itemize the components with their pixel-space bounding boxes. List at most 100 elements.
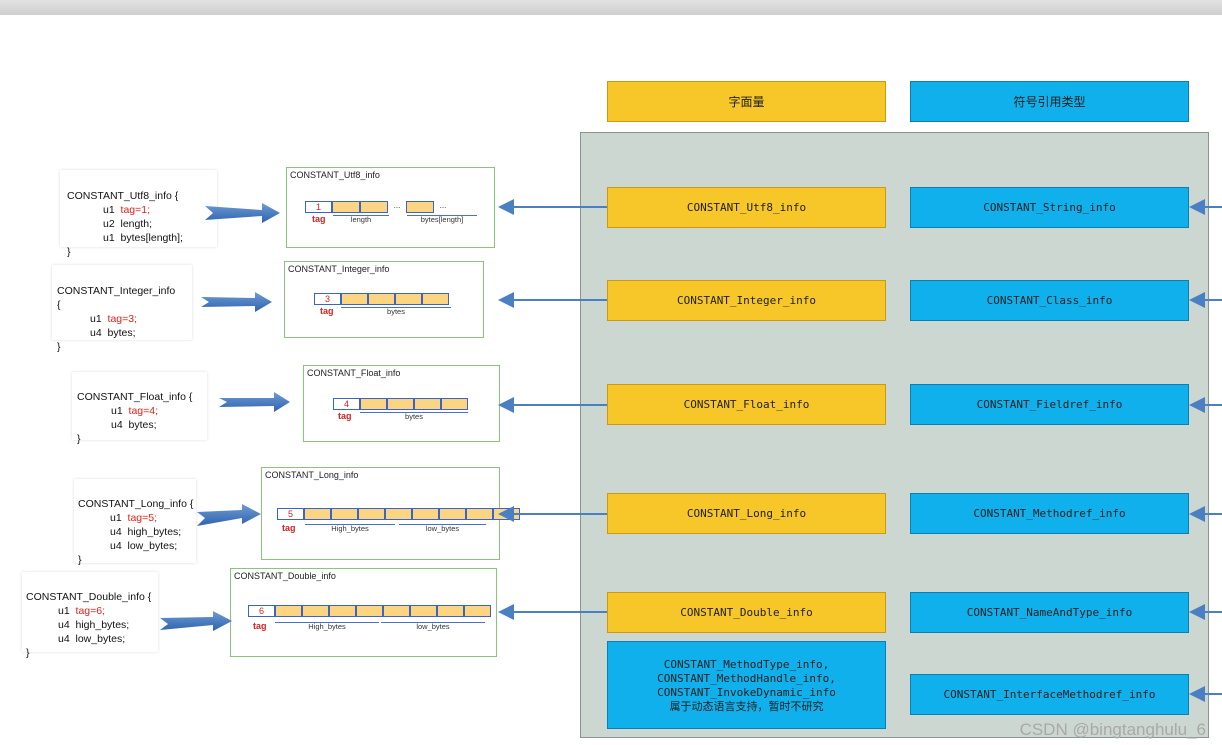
layout-utf8-bytes-label: bytes[length] [407,215,477,224]
struct-integer: CONSTANT_Integer_info{u1 tag=3;u4 bytes;… [52,265,192,353]
struct-utf8-u1: u1 [103,204,115,216]
struct-double-tag: tag=6; [75,605,106,617]
struct-utf8-bytes: u1 bytes[length]; [103,232,183,244]
layout-double-cell [302,605,329,617]
layout-double-high-label: High_bytes [275,622,379,631]
layout-double-title: CONSTANT_Double_info [234,571,336,581]
layout-long-cell [439,508,466,520]
constant-pool-panel [580,132,1209,738]
struct-long: CONSTANT_Long_info { u1 tag=5; u4 high_byt… [74,479,196,566]
layout-utf8-cell [360,201,388,213]
layout-integer-cell [422,293,449,305]
symbolic-box-nameandtype: CONSTANT_NameAndType_info [910,592,1189,633]
layout-utf8-length-label: length [333,215,389,224]
layout-float-tag-label: tag [338,411,352,421]
struct-utf8-name: CONSTANT_Utf8_info { [67,190,179,202]
struct-double-close: } [26,647,30,659]
symbolic-box-class: CONSTANT_Class_info [910,280,1189,321]
literal-box-float: CONSTANT_Float_info [607,384,886,425]
layout-long-tag-label: tag [282,523,296,533]
layout-long-cell [304,508,331,520]
struct-integer-tag: tag=3; [107,313,138,325]
struct-double: CONSTANT_Double_info { u1 tag=6; u4 high_b… [22,572,158,659]
struct-float-close: } [77,433,81,445]
symbolic-box-interfacemethodref: CONSTANT_InterfaceMethodref_info [910,674,1189,715]
layout-utf8-dots-end: ... [439,201,447,210]
struct-long-name: CONSTANT_Long_info { [78,498,194,510]
layout-double-cell [356,605,383,617]
layout-long: CONSTANT_Long_info 5 tag High_bytes low_… [261,467,520,560]
layout-utf8-cell [406,201,434,213]
layout-long-cell [412,508,439,520]
window-top-bar [0,0,1222,15]
layout-integer-cell [341,293,368,305]
layout-double-tag-cell: 6 [248,605,275,617]
layout-double-cell [410,605,437,617]
layout-double: CONSTANT_Double_info 6 tag High_bytes lo… [230,568,497,657]
struct-float-name: CONSTANT_Float_info { [77,391,193,403]
header-symbolic-reference: 符号引用类型 [910,81,1189,122]
layout-utf8-tag-label: tag [312,214,326,224]
dynamic-language-box: CONSTANT_MethodType_info, CONSTANT_Metho… [607,641,886,729]
layout-double-cell [275,605,302,617]
struct-double-u1: u1 [58,605,70,617]
layout-integer-cell [395,293,422,305]
struct-utf8-tag: tag=1; [120,204,151,216]
struct-double-name: CONSTANT_Double_info { [26,591,152,603]
layout-integer-tag-cell: 3 [314,293,341,305]
layout-integer: CONSTANT_Integer_info 3 tag bytes [284,261,484,338]
layout-float-cell [441,398,468,410]
struct-float-u1: u1 [111,405,123,417]
big-arrow-long [197,504,261,526]
literal-box-long: CONSTANT_Long_info [607,493,886,534]
struct-long-tag: tag=5; [127,512,158,524]
symbolic-box-methodref: CONSTANT_Methodref_info [910,493,1189,534]
layout-integer-bytes-label: bytes [341,307,451,316]
layout-float-tag-cell: 4 [333,398,360,410]
struct-float-tag: tag=4; [128,405,159,417]
struct-integer-open: { [57,299,61,311]
struct-integer-u1: u1 [90,313,102,325]
layout-double-cell [437,605,464,617]
watermark: CSDN @bingtanghulu_6 [1019,720,1206,739]
layout-long-cell [385,508,412,520]
literal-box-double: CONSTANT_Double_info [607,592,886,633]
layout-long-cell [358,508,385,520]
struct-integer-bytes: u4 bytes; [90,327,136,339]
layout-long-title: CONSTANT_Long_info [265,470,359,480]
big-arrow-utf8 [205,203,280,223]
struct-float-bytes: u4 bytes; [111,419,157,431]
layout-double-cell [464,605,491,617]
literal-box-utf8: CONSTANT_Utf8_info [607,187,886,228]
struct-long-u1: u1 [110,512,122,524]
layout-float-cell [387,398,414,410]
layout-double-cell [383,605,410,617]
layout-utf8: CONSTANT_Utf8_info 1 ... ... tag length … [286,167,495,248]
layout-long-high-label: High_bytes [305,524,395,533]
struct-integer-close: } [57,341,61,353]
symbolic-box-fieldref: CONSTANT_Fieldref_info [910,384,1189,425]
layout-integer-cell [368,293,395,305]
layout-integer-title: CONSTANT_Integer_info [288,264,390,274]
layout-long-cell [331,508,358,520]
big-arrow-double [160,611,232,631]
layout-double-tag-label: tag [253,621,267,631]
layout-float-bytes-label: bytes [360,412,468,421]
layout-long-tag-cell: 5 [277,508,304,520]
literal-box-integer: CONSTANT_Integer_info [607,280,886,321]
layout-utf8-tag-cell: 1 [305,201,332,213]
layout-utf8-dots: ... [393,201,401,210]
struct-long-low: u4 low_bytes; [110,540,178,552]
layout-long-low-label: low_bytes [399,524,486,533]
layout-utf8-title: CONSTANT_Utf8_info [290,170,380,180]
struct-double-high: u4 high_bytes; [58,619,130,631]
layout-utf8-cell [332,201,360,213]
struct-double-low: u4 low_bytes; [58,633,126,645]
layout-float: CONSTANT_Float_info 4 tag bytes [303,365,500,442]
struct-long-close: } [78,554,82,566]
struct-long-high: u4 high_bytes; [110,526,182,538]
big-arrow-integer [201,292,272,312]
layout-integer-tag-label: tag [320,306,334,316]
symbolic-box-string: CONSTANT_String_info [910,187,1189,228]
layout-float-cell [360,398,387,410]
